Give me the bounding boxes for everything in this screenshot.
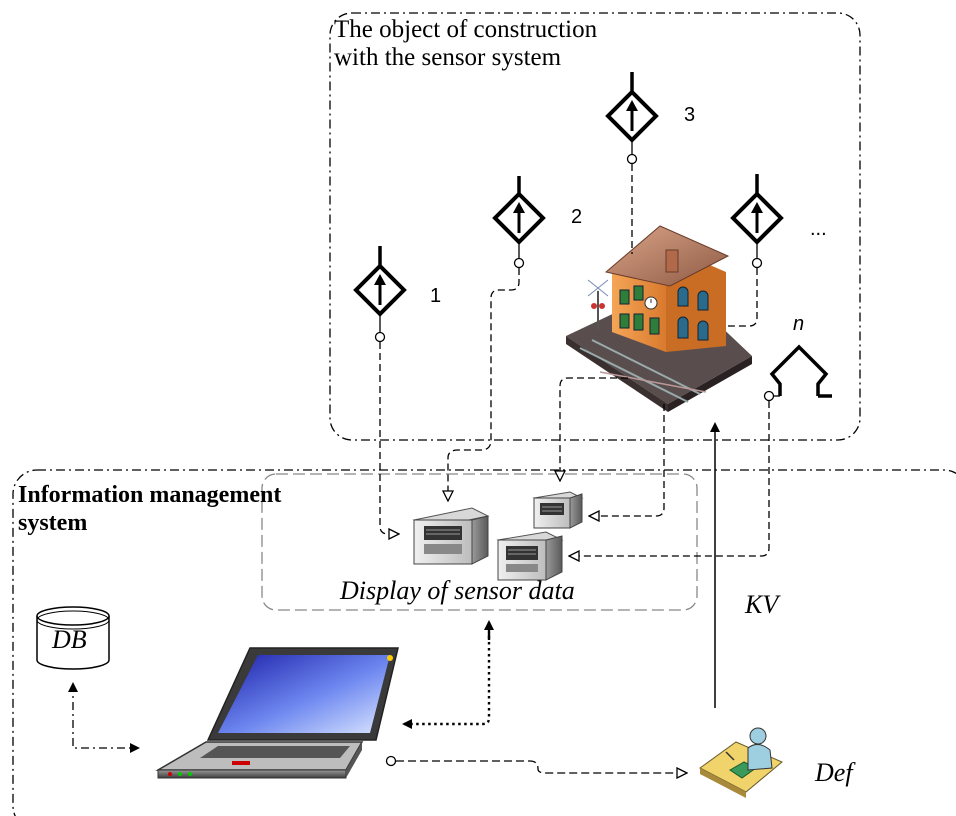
ims-region-boundary <box>12 469 956 816</box>
object-region-title-line2: with the sensor system <box>334 44 562 71</box>
server-1-icon <box>412 507 490 565</box>
database-label: DB <box>51 625 87 654</box>
operator-icon <box>699 727 783 798</box>
server-2-icon <box>532 491 584 529</box>
laptop-icon <box>155 647 399 779</box>
database-icon <box>36 606 110 670</box>
station-building-icon <box>566 225 752 412</box>
sensor-more-label: ... <box>810 218 827 240</box>
sensor-2 <box>492 176 546 269</box>
sensor-n-label: n <box>793 313 804 335</box>
server-3-icon <box>496 531 564 581</box>
object-region-title-line1: The object of construction <box>334 16 598 43</box>
sensor-n <box>763 344 832 402</box>
laptop-links <box>68 620 686 773</box>
ims-region-title-line1: Information management <box>18 482 281 508</box>
object-region-boundary <box>329 12 861 441</box>
operator-label: Def <box>814 758 856 787</box>
sensor-2-label: 2 <box>571 206 582 228</box>
display-region-label: Display of sensor data <box>339 576 575 605</box>
sensor-data-links <box>379 164 770 556</box>
display-region-boundary <box>261 473 698 611</box>
sensor-3 <box>605 72 659 165</box>
ims-region-title-line2: system <box>18 510 87 536</box>
sensor-1-label: 1 <box>430 285 441 307</box>
sensor-1 <box>353 246 407 343</box>
sensor-3-label: 3 <box>684 104 695 126</box>
kv-label: KV <box>744 590 781 619</box>
sensor-more <box>730 174 784 269</box>
